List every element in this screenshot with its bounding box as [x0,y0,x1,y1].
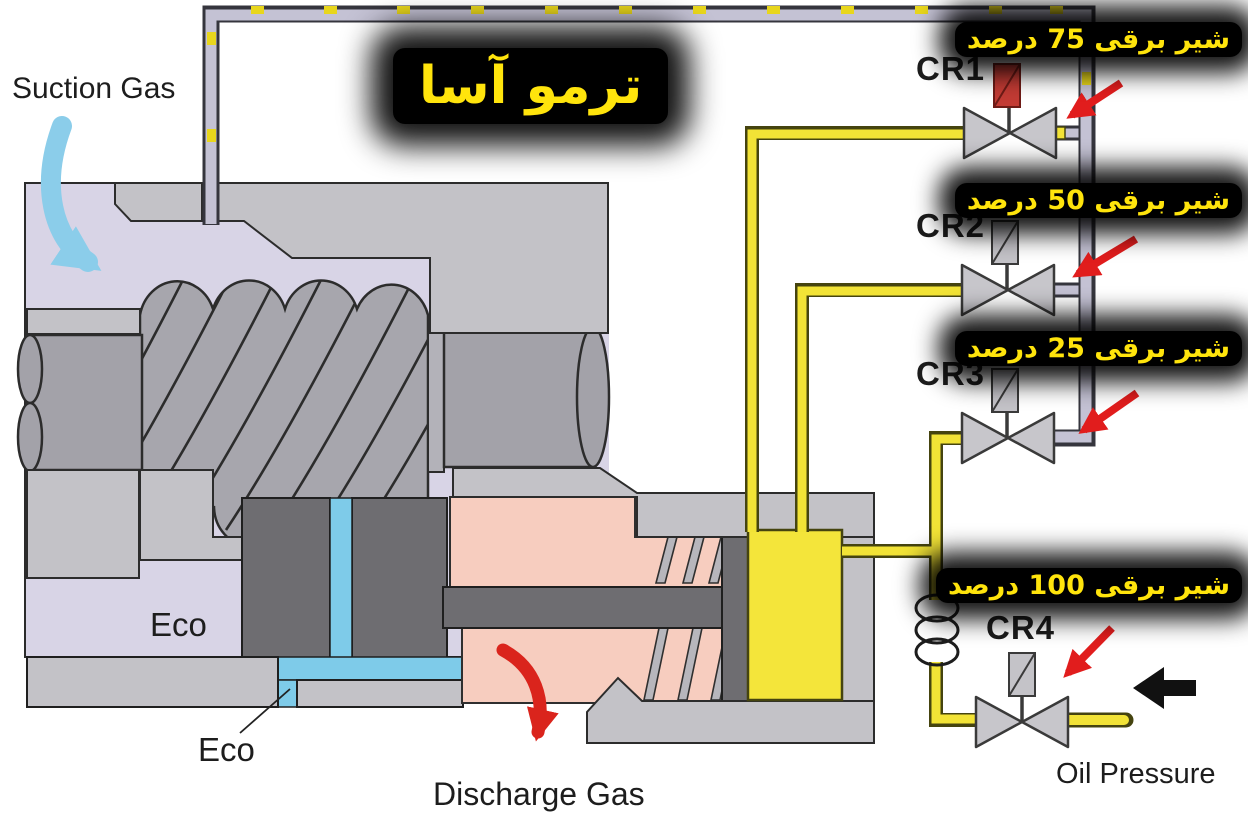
annotation-arrows [1063,79,1140,678]
slide-valve-rod [442,586,728,629]
annotation-CR3-25-percent: شیر برقی 25 درصد [954,331,1242,366]
rotor-shaft-right [427,314,611,473]
suction-flow-arrow-icon [41,116,102,272]
discharge-gas-label: Discharge Gas [433,776,645,812]
slide-valve-blocks [241,497,448,661]
casing-bottom-left [26,656,464,708]
annotation-CR4-100-percent: شیر برقی 100 درصد [936,568,1242,603]
annotation-CR1-75-percent: شیر برقی 75 درصد [954,22,1242,57]
eco-chamber-label: Eco [150,606,207,643]
eco-leader-line [239,688,291,734]
oil-pressure-label: Oil Pressure [1056,758,1216,790]
annotation-CR2-50-percent: شیر برقی 50 درصد [954,183,1242,218]
capillary-coil-icon [914,593,960,667]
oil-inlet-arrow-icon [1133,667,1196,709]
watermark-title: ترمو آسا [393,48,669,124]
oil-pipes [745,126,1134,728]
valve-CR3 [960,368,1056,465]
valve-CR4 [974,652,1070,749]
pipe-flow-markers [207,6,1091,142]
rotor-shaft-left [16,333,144,473]
valve-CR1 [962,63,1058,160]
oil-cylinder [746,528,844,702]
arrow-to-CR4 [1063,625,1115,678]
arrow-to-CR3 [1078,389,1140,434]
unloader-piston [721,529,749,704]
arrow-to-CR1 [1066,79,1124,119]
discharge-flow-arrow-icon [496,643,559,742]
suction-gas-label: Suction Gas [12,72,176,105]
bearing-blocks-left [26,308,141,579]
valve-label-CR4: CR4 [986,609,1056,646]
valve-CR2 [960,220,1056,317]
cylinder-casing [452,467,875,744]
eco-port-label: Eco [198,731,255,768]
arrow-to-CR2 [1072,235,1139,278]
eco-channel [277,497,464,708]
casing-top [114,182,609,561]
